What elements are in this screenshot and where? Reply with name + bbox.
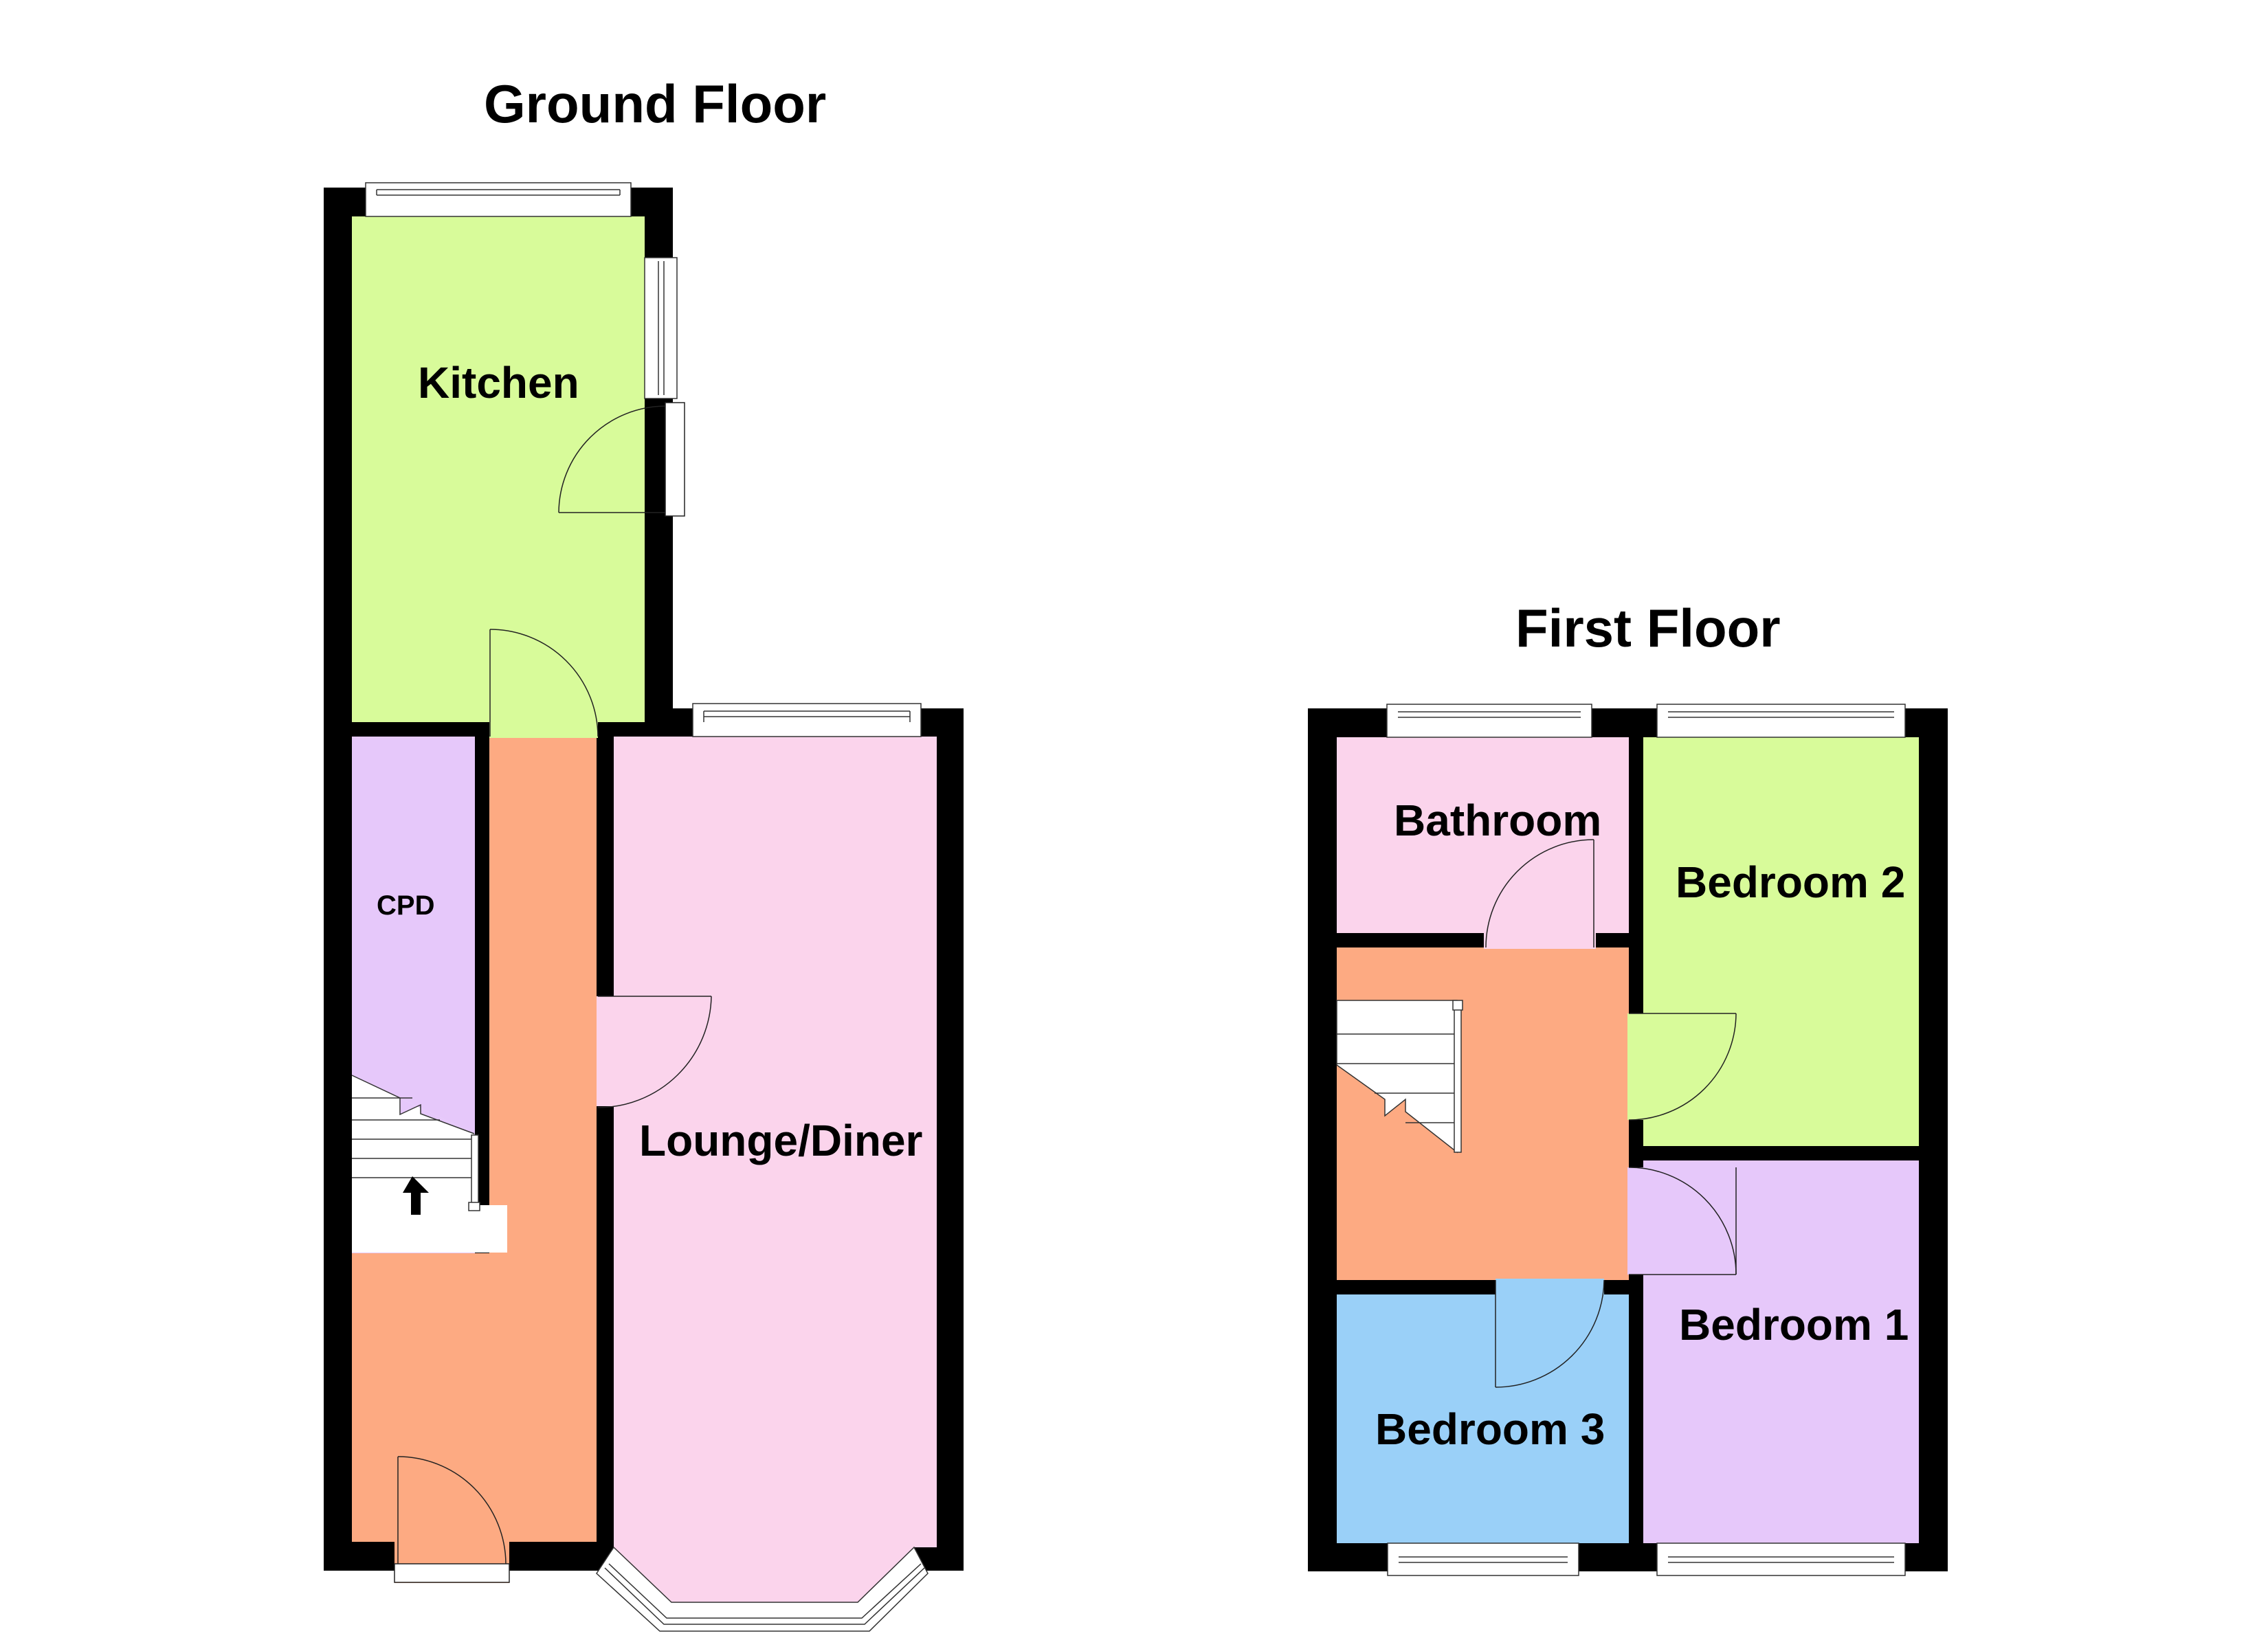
first-floor-stairs	[1336, 1000, 1463, 1154]
kitchen-room	[352, 216, 645, 722]
landing-room	[1337, 947, 1629, 1280]
hall-room	[352, 722, 597, 1542]
bedroom2-door[interactable]	[1628, 1013, 1737, 1121]
lounge-room	[614, 737, 937, 1547]
bathroom-door[interactable]	[1485, 839, 1594, 948]
bedroom1-room	[1643, 1160, 1919, 1543]
kitchen-side-window	[644, 257, 678, 399]
bedroom1-door[interactable]	[1628, 1167, 1737, 1275]
bathroom-label: Bathroom	[1394, 796, 1602, 845]
bedroom3-doorway	[1496, 1279, 1604, 1296]
kitchen-doorway	[489, 715, 598, 738]
first-floor-title: First Floor	[1515, 598, 1781, 658]
lounge-window	[692, 703, 922, 737]
ground-floor-title: Ground Floor	[484, 74, 827, 134]
bedroom1-doorway	[1627, 1167, 1645, 1275]
bedroom3-window	[1387, 1543, 1579, 1576]
kitchen-back-door[interactable]	[558, 402, 685, 517]
bedroom3-door[interactable]	[1495, 1279, 1605, 1388]
bathroom-doorway	[1484, 932, 1596, 949]
bedroom3-room	[1337, 1294, 1629, 1543]
kitchen-hall-door[interactable]	[489, 629, 599, 737]
bedroom3-label: Bedroom 3	[1375, 1404, 1605, 1454]
ground-stairs	[351, 1075, 507, 1253]
ground-floor-plan	[324, 182, 964, 1632]
bedroom1-window	[1656, 1543, 1906, 1576]
bedroom2-window	[1656, 704, 1906, 738]
lounge-door[interactable]	[597, 996, 712, 1108]
bathroom-window	[1386, 704, 1592, 738]
kitchen-window	[365, 182, 632, 217]
bedroom2-doorway	[1627, 1013, 1645, 1120]
cpd-label: CPD	[377, 890, 435, 921]
up-arrow-icon	[403, 1176, 429, 1215]
first-floor-plan	[1308, 704, 1948, 1576]
bedroom2-room	[1643, 737, 1919, 1146]
lounge-doorway	[597, 996, 617, 1106]
bedroom1-label: Bedroom 1	[1679, 1300, 1909, 1349]
bay-window	[596, 1539, 937, 1632]
kitchen-label: Kitchen	[418, 358, 579, 407]
front-door[interactable]	[394, 1456, 510, 1583]
lounge-diner-label: Lounge/Diner	[639, 1116, 923, 1165]
bedroom2-label: Bedroom 2	[1676, 857, 1906, 907]
bathroom-room	[1337, 737, 1629, 933]
